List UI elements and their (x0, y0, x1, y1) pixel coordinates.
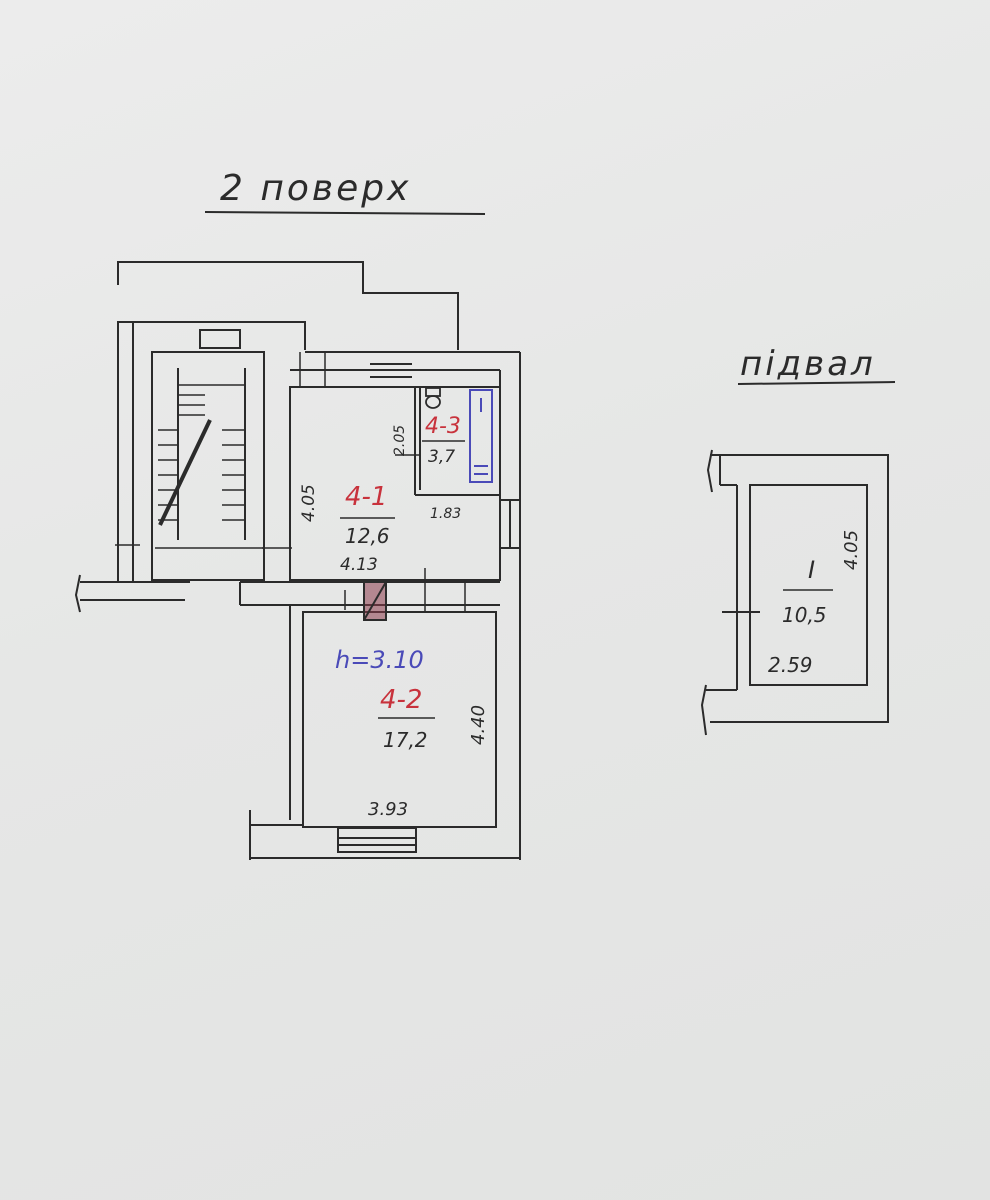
room-4-3-height: 2.05 (392, 425, 408, 456)
room-4-3-number: 4-3 (425, 414, 461, 439)
bathtub-icon (469, 389, 493, 483)
floor-walls (74, 261, 521, 860)
basement-walls (700, 449, 889, 736)
room-4-2-height: 4.40 (468, 705, 489, 745)
room-4-1-width: 4.13 (340, 555, 378, 575)
room-4-2-height-note: h=3.10 (335, 646, 424, 674)
basement-heading: підвал (740, 344, 876, 384)
toilet-icon (425, 387, 441, 409)
floor-heading-underline (204, 211, 486, 215)
room-4-2-width: 3.93 (368, 799, 408, 820)
room-4-2-number: 4-2 (380, 685, 422, 715)
basement-heading-underline (737, 381, 896, 385)
basement-room-width: 2.59 (768, 653, 813, 677)
room-4-1-height: 4.05 (299, 484, 319, 522)
basement-room-height: 4.05 (841, 530, 862, 570)
staircase (155, 384, 264, 549)
basement-room-number: I (808, 556, 815, 584)
door-marks (115, 352, 466, 612)
room-4-1-area: 12,6 (345, 524, 390, 548)
room-4-3-area: 3,7 (428, 447, 455, 467)
room-4-3-width: 1.83 (430, 506, 461, 522)
room-4-2-area: 17,2 (383, 728, 428, 752)
floor-heading: 2 поверх (220, 168, 411, 209)
room-4-1-number: 4-1 (345, 482, 387, 512)
chimney-block (363, 581, 387, 621)
basement-room-area: 10,5 (782, 603, 827, 627)
